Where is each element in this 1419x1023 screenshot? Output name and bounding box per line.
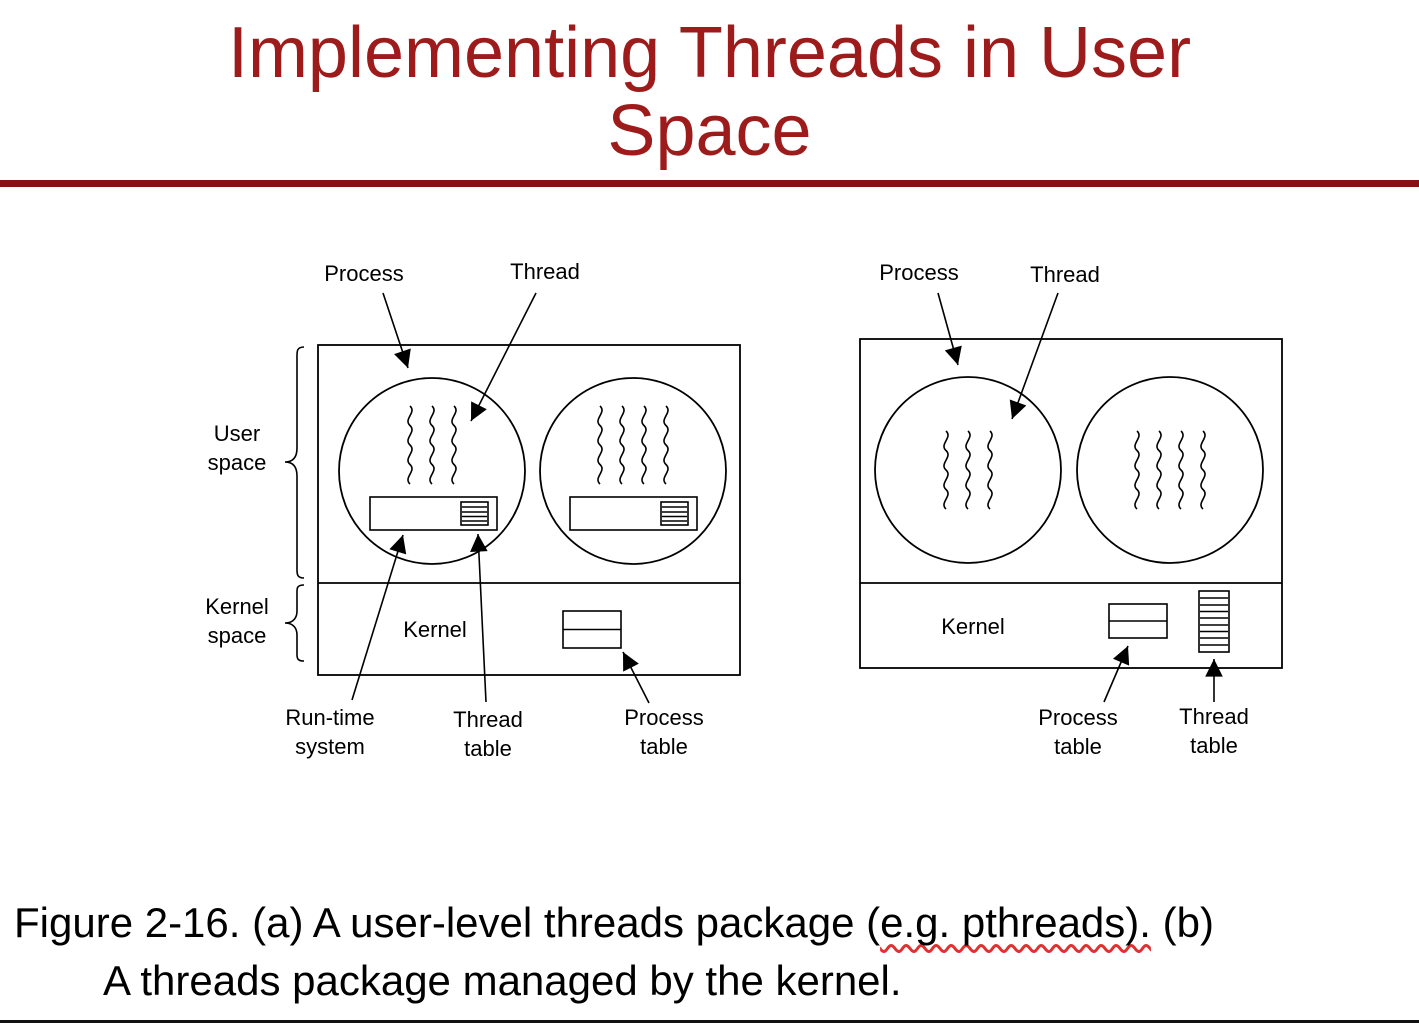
figure-b-thread-table-stripes (1200, 597, 1228, 646)
arrow-process-b (937, 292, 962, 366)
figure-b-outer-box (859, 338, 1283, 669)
label-process-table-b: Process table (1038, 705, 1118, 759)
thread-icon (1134, 430, 1140, 510)
caption-line-1: Figure 2-16. (a) A user-level threads pa… (14, 894, 1414, 952)
label-thread-b: Thread (1030, 262, 1100, 287)
thread-icon (1178, 430, 1184, 510)
user-space-brace (284, 346, 305, 579)
figure-b-threads-circle-1 (943, 430, 993, 510)
figure-a-process-circle-2 (539, 377, 727, 565)
label-runtime-system: Run-time system (285, 705, 375, 759)
figure-b-threads-circle-2 (1134, 430, 1206, 510)
caption-line-2: A threads package managed by the kernel. (103, 956, 902, 1004)
thread-icon (1156, 430, 1162, 510)
label-user-space: User space (207, 421, 267, 475)
thread-icon (943, 430, 949, 510)
figure-a-threads-circle-1 (407, 405, 457, 485)
figure-b-process-circle-2 (1076, 376, 1264, 564)
thread-icon (1200, 430, 1206, 510)
figure-caption: Figure 2-16. (a) A user-level threads pa… (14, 894, 1414, 1010)
caption-line-1-suffix: (b) (1150, 899, 1214, 946)
figure-a-thread-table-icon-2 (660, 501, 689, 526)
kernel-space-brace (284, 584, 305, 662)
label-thread-table-b: Thread table (1179, 704, 1249, 758)
figure-a-thread-table-stripes-1 (462, 506, 487, 522)
thread-icon (619, 405, 625, 485)
thread-icon (965, 430, 971, 510)
figure-a-outer-box (317, 344, 741, 676)
label-process-a: Process (324, 261, 404, 286)
label-thread-table-a: Thread table (453, 707, 523, 761)
figure-a-runtime-system-rect-2 (569, 496, 698, 531)
thread-icon (451, 405, 457, 485)
arrow-runtime-system-a (351, 534, 407, 701)
thread-icon (429, 405, 435, 485)
arrow-thread-table-a (470, 533, 488, 703)
figure-a-runtime-system-rect-1 (369, 496, 498, 531)
thread-icon (641, 405, 647, 485)
figure-a-process-circle-1 (338, 377, 526, 565)
figure-b-process-circle-1 (874, 376, 1062, 564)
thread-icon (597, 405, 603, 485)
thread-icon (987, 430, 993, 510)
label-kernel-a: Kernel (403, 617, 467, 642)
title-rule (0, 180, 1419, 187)
label-process-table-a: Process table (624, 705, 704, 759)
slide-title: Implementing Threads in User Space (227, 13, 1192, 172)
figure-b-thread-table-icon (1198, 590, 1230, 653)
arrow-thread-a (470, 292, 537, 422)
thread-icon (407, 405, 413, 485)
caption-spellcheck-squiggle: e.g. pthreads). (880, 899, 1151, 946)
arrow-process-a (382, 292, 411, 369)
label-kernel-b: Kernel (941, 614, 1005, 639)
label-kernel-space: Kernel space (205, 594, 269, 648)
arrow-process-table-b (1103, 645, 1130, 703)
figure-a-thread-table-icon-1 (460, 501, 489, 526)
figure-a-thread-table-stripes-2 (662, 506, 687, 522)
label-thread-a: Thread (510, 259, 580, 284)
slide-bottom-border (0, 1020, 1419, 1023)
arrow-process-table-a (622, 651, 650, 704)
figure-a-threads-circle-2 (597, 405, 669, 485)
caption-line-1-prefix: Figure 2-16. (a) A user-level threads pa… (14, 899, 881, 946)
arrow-thread-b (1009, 292, 1059, 420)
label-process-b: Process (879, 260, 959, 285)
thread-icon (663, 405, 669, 485)
